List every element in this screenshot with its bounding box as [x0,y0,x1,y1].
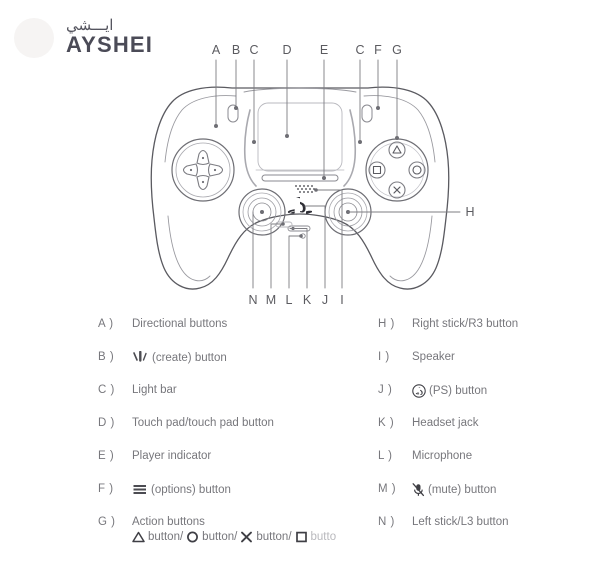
legend-key-a: A ) [98,318,114,330]
legend-row-f: F ) (options) button [98,481,378,514]
callout-label-c-right: C [355,43,364,57]
legend-text-j: (PS) button [429,385,488,397]
triangle-button-label: button/ [148,531,184,543]
callout-label-c-left: C [249,43,258,57]
options-icon [132,483,148,496]
callout-label-i: I [340,293,343,307]
legend-row-j: J ) (PS) button [378,382,600,415]
callout-label-d: D [282,43,291,57]
legend-key-i: I ) [378,351,390,363]
legend-key-l: L ) [378,450,393,462]
controller-diagram: A B C D E C F G N M L K J I H [0,30,600,310]
options-button [361,104,373,123]
legend-row-d: D ) Touch pad/touch pad button [98,415,378,448]
legend-text-l: Microphone [412,450,473,462]
legend-key-f: F ) [98,483,114,495]
callout-labels-side: H [465,205,474,219]
action-buttons [365,138,429,202]
mute-button [275,221,293,228]
callout-label-a: A [212,43,221,57]
legend-column-left: A ) Directional buttons B ) [98,316,378,558]
legend-key-b: B ) [98,351,115,363]
legend-key-g: G ) [98,516,116,528]
legend-row-c: C ) Light bar [98,382,378,415]
legend-row-n: N ) Left stick/L3 button [378,514,600,547]
mute-mic-icon [412,483,425,497]
legend-key-d: D ) [98,417,115,429]
parts-legend: A ) Directional buttons B ) [0,316,600,546]
triangle-button-icon [132,531,145,543]
brand-wordmark: ايـــشي AYSHEI [66,18,153,56]
callout-label-e: E [320,43,328,57]
brand-arabic-text: ايـــشي [66,17,114,34]
callout-label-h: H [465,205,474,219]
square-button-label: butto [310,531,337,543]
legend-text-c: Light bar [132,384,177,396]
legend-row-g: G ) Action buttons button/ [98,514,378,558]
legend-key-e: E ) [98,450,115,462]
ps-logo-icon [412,384,426,398]
action-buttons-glyph-row: button/ button/ button/ [132,531,378,543]
controller-body [150,86,450,290]
left-stick [238,188,286,236]
legend-text-k: Headset jack [412,417,479,429]
legend-text-m: (mute) button [428,484,497,496]
directional-buttons [171,138,235,202]
legend-key-j: J ) [378,384,393,396]
brand-latin-text: AYSHEI [66,32,154,57]
legend-text-e: Player indicator [132,450,212,462]
legend-row-a: A ) Directional buttons [98,316,378,349]
brand-logo: ايـــشي AYSHEI [12,14,153,60]
logo-disc [14,18,54,58]
legend-key-m: M ) [378,483,397,495]
cross-button-icon [240,531,253,543]
create-icon [132,351,149,364]
bottom-leader-lines [252,189,343,289]
legend-row-h: H ) Right stick/R3 button [378,316,600,349]
player-indicator [261,174,339,182]
legend-row-i: I ) Speaker [378,349,600,382]
light-bar [243,109,357,187]
legend-row-l: L ) Microphone [378,448,600,481]
callout-label-l: L [286,293,293,307]
callout-label-n: N [248,293,257,307]
legend-key-k: K ) [378,417,395,429]
callout-label-k: K [303,293,312,307]
callout-label-g: G [392,43,402,57]
legend-text-h: Right stick/R3 button [412,318,519,330]
legend-row-k: K ) Headset jack [378,415,600,448]
touch-pad [255,102,345,172]
ps-logo-icon [287,196,312,215]
circle-button-label: button/ [202,531,238,543]
ayshei-logo-mark-icon [12,14,58,60]
callout-labels-bottom: N M L K J I [248,293,343,307]
create-button [227,104,239,123]
cross-button-label: button/ [256,531,292,543]
legend-key-n: N ) [378,516,395,528]
callout-label-b: B [232,43,240,57]
legend-text-b: (create) button [152,351,227,364]
callout-label-f: F [374,43,382,57]
legend-text-a: Directional buttons [132,318,228,330]
legend-text-d: Touch pad/touch pad button [132,417,274,429]
legend-key-h: H ) [378,318,395,330]
legend-row-m: M ) (mute) button [378,481,600,514]
circle-button-icon [186,531,199,543]
legend-text-g: Action buttons [132,516,205,528]
legend-row-e: E ) Player indicator [98,448,378,481]
legend-text-f: (options) button [151,483,231,496]
callout-labels-top: A B C D E C F G [212,43,402,57]
callout-label-j: J [322,293,328,307]
top-leader-lines [215,59,398,179]
legend-column-right: H ) Right stick/R3 button I ) Speaker J … [378,316,600,547]
speaker [295,185,315,193]
legend-key-c: C ) [98,384,115,396]
callout-label-m: M [266,293,276,307]
legend-text-n: Left stick/L3 button [412,516,509,528]
square-button-icon [295,531,308,543]
legend-row-b: B ) (create) button [98,349,378,382]
legend-text-i: Speaker [412,351,455,363]
